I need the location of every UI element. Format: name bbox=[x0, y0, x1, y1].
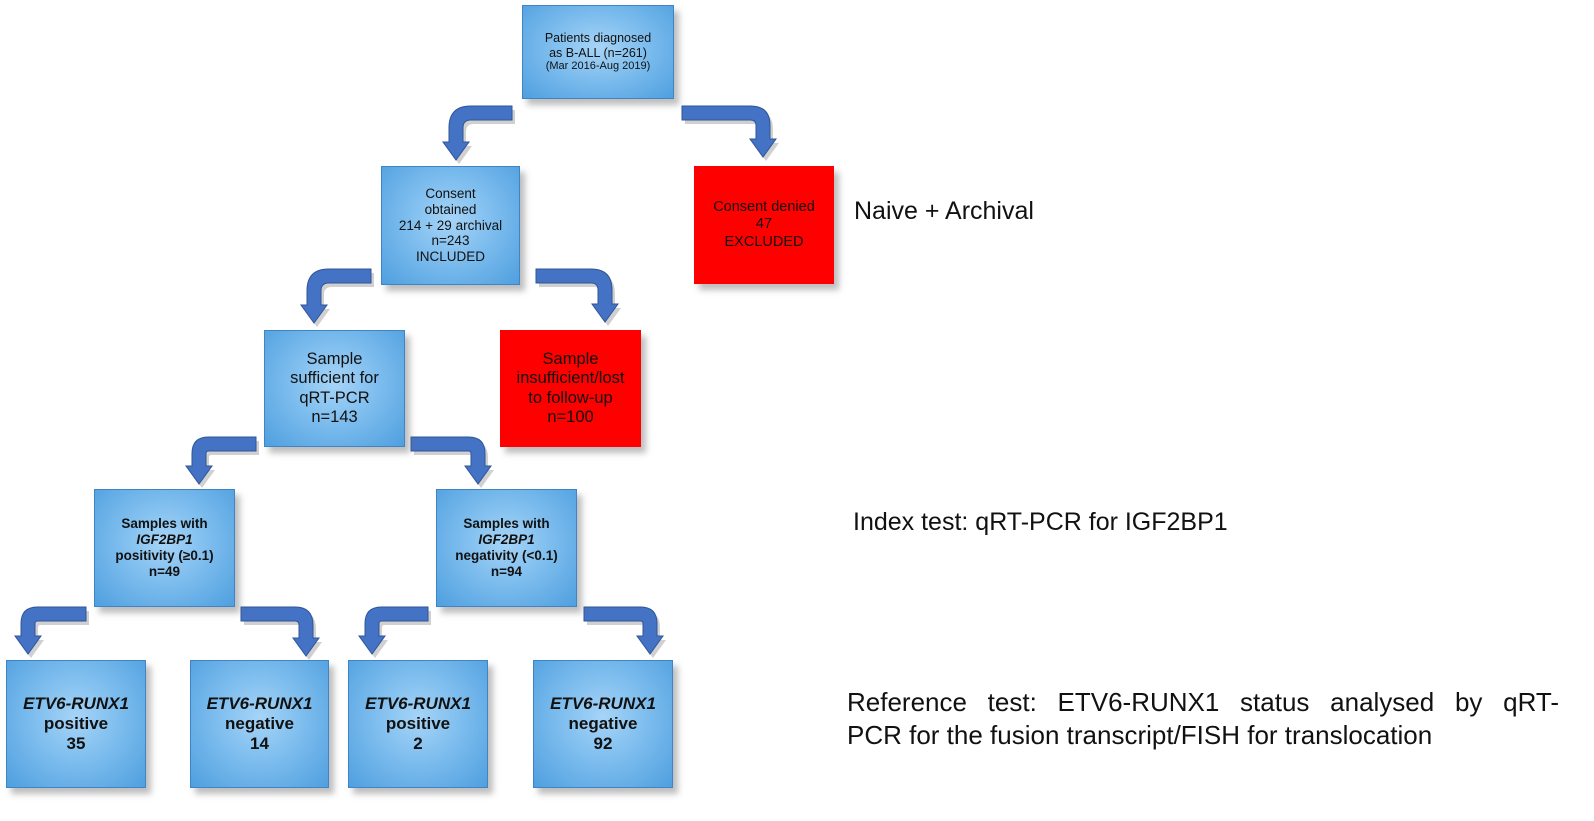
box-text-line: Consent denied bbox=[713, 199, 815, 216]
arrow-patients-to-denied bbox=[681, 105, 779, 161]
curved-arrow-icon bbox=[583, 606, 664, 655]
caption-index-test: Index test: qRT-PCR for IGF2BP1 bbox=[853, 508, 1228, 536]
gene-name: ETV6-RUNX1 bbox=[23, 693, 129, 713]
arrow-sufficient-to-negativity bbox=[410, 436, 494, 488]
curved-arrow-icon bbox=[410, 436, 492, 485]
box-text-line: insufficient/lost bbox=[516, 369, 625, 388]
leaf-count: 92 bbox=[593, 734, 613, 754]
box-text-line: Consent bbox=[425, 185, 476, 201]
arrow-negativity-to-leaf4 bbox=[583, 606, 666, 658]
box-text-line: qRT-PCR bbox=[299, 388, 370, 407]
caption-reference-line: Reference test: ETV6-RUNX1 status analys… bbox=[847, 687, 1559, 717]
box-igf2bp1-negativity: Samples with IGF2BP1 negativity (<0.1) n… bbox=[436, 489, 577, 607]
leaf-status: negative bbox=[568, 713, 638, 733]
arrow-patients-to-consent bbox=[442, 105, 515, 164]
box-text-line: n=100 bbox=[547, 407, 594, 426]
curved-arrow-icon bbox=[442, 105, 513, 161]
curved-arrow-icon bbox=[535, 268, 619, 323]
curved-arrow-icon bbox=[240, 606, 320, 657]
box-text-line: Sample bbox=[306, 349, 363, 368]
caption-naive-archival: Naive + Archival bbox=[854, 197, 1034, 225]
curved-arrow-icon bbox=[681, 105, 777, 158]
arrow-shadow bbox=[18, 611, 89, 658]
curved-arrow-icon bbox=[14, 606, 87, 655]
box-text-line: Patients diagnosed bbox=[544, 30, 652, 45]
arrow-consent-to-insufficient bbox=[535, 268, 621, 326]
box-text-line: INCLUDED bbox=[415, 249, 485, 265]
curved-arrow-icon bbox=[185, 436, 257, 485]
leaf-status: positive bbox=[385, 713, 451, 733]
gene-name: ETV6-RUNX1 bbox=[365, 693, 471, 713]
gene-name: IGF2BP1 bbox=[136, 532, 193, 548]
arrow-positivity-to-leaf1 bbox=[14, 606, 89, 658]
gene-name: IGF2BP1 bbox=[478, 532, 535, 548]
box-etv6-runx1-positive-2: ETV6-RUNX1 positive 2 bbox=[348, 660, 488, 788]
box-etv6-runx1-positive-35: ETV6-RUNX1 positive 35 bbox=[6, 660, 146, 788]
leaf-status: negative bbox=[225, 713, 294, 733]
box-text-line: positivity (≥0.1) bbox=[115, 548, 214, 563]
box-text-line: negativity (<0.1) bbox=[455, 548, 558, 563]
box-etv6-runx1-negative-14: ETV6-RUNX1 negative 14 bbox=[190, 660, 329, 788]
box-consent-denied: Consent denied 47 EXCLUDED bbox=[694, 166, 834, 284]
box-text-line: obtained bbox=[424, 201, 477, 217]
box-consent-obtained: Consent obtained 214 + 29 archival n=243… bbox=[381, 166, 520, 285]
caption-reference-test: Reference test: ETV6-RUNX1 status analys… bbox=[847, 686, 1559, 752]
leaf-status: positive bbox=[43, 713, 109, 733]
box-text-line: sufficient for bbox=[290, 369, 379, 388]
caption-reference-line: PCR for the fusion transcript/FISH for t… bbox=[847, 720, 1433, 751]
box-igf2bp1-positivity: Samples with IGF2BP1 positivity (≥0.1) n… bbox=[94, 489, 235, 607]
box-sample-sufficient: Sample sufficient for qRT-PCR n=143 bbox=[264, 330, 405, 447]
gene-name: ETV6-RUNX1 bbox=[206, 693, 313, 713]
box-patients-diagnosed: Patients diagnosed as B-ALL (n=261) (Mar… bbox=[522, 5, 674, 99]
arrow-sufficient-to-positivity bbox=[185, 436, 259, 488]
curved-arrow-icon bbox=[358, 606, 429, 655]
box-etv6-runx1-negative-92: ETV6-RUNX1 negative 92 bbox=[533, 660, 673, 788]
box-text-line: to follow-up bbox=[528, 388, 613, 407]
box-text-line: n=143 bbox=[311, 407, 358, 426]
box-sample-insufficient: Sample insufficient/lost to follow-up n=… bbox=[500, 330, 641, 447]
box-text-line: 214 + 29 archival bbox=[398, 217, 503, 233]
box-text-line: as B-ALL (n=261) bbox=[549, 45, 647, 60]
box-text-line: n=94 bbox=[490, 563, 523, 579]
box-text-line: n=243 bbox=[431, 233, 470, 249]
box-text-line: Sample bbox=[542, 349, 599, 368]
arrow-consent-to-sufficient bbox=[300, 268, 374, 327]
leaf-count: 35 bbox=[66, 734, 86, 754]
arrow-positivity-to-leaf2 bbox=[240, 606, 322, 660]
curved-arrow-icon bbox=[300, 268, 372, 324]
box-text-line: EXCLUDED bbox=[724, 233, 804, 250]
gene-name: ETV6-RUNX1 bbox=[550, 693, 656, 713]
box-text-line: 47 bbox=[755, 216, 773, 233]
box-text-line: Samples with bbox=[121, 516, 208, 532]
leaf-count: 2 bbox=[413, 734, 423, 754]
box-text-line: (Mar 2016-Aug 2019) bbox=[545, 60, 651, 73]
leaf-count: 14 bbox=[250, 734, 269, 754]
box-text-line: Samples with bbox=[463, 516, 550, 532]
arrow-negativity-to-leaf3 bbox=[358, 606, 431, 658]
box-text-line: n=49 bbox=[148, 563, 181, 579]
